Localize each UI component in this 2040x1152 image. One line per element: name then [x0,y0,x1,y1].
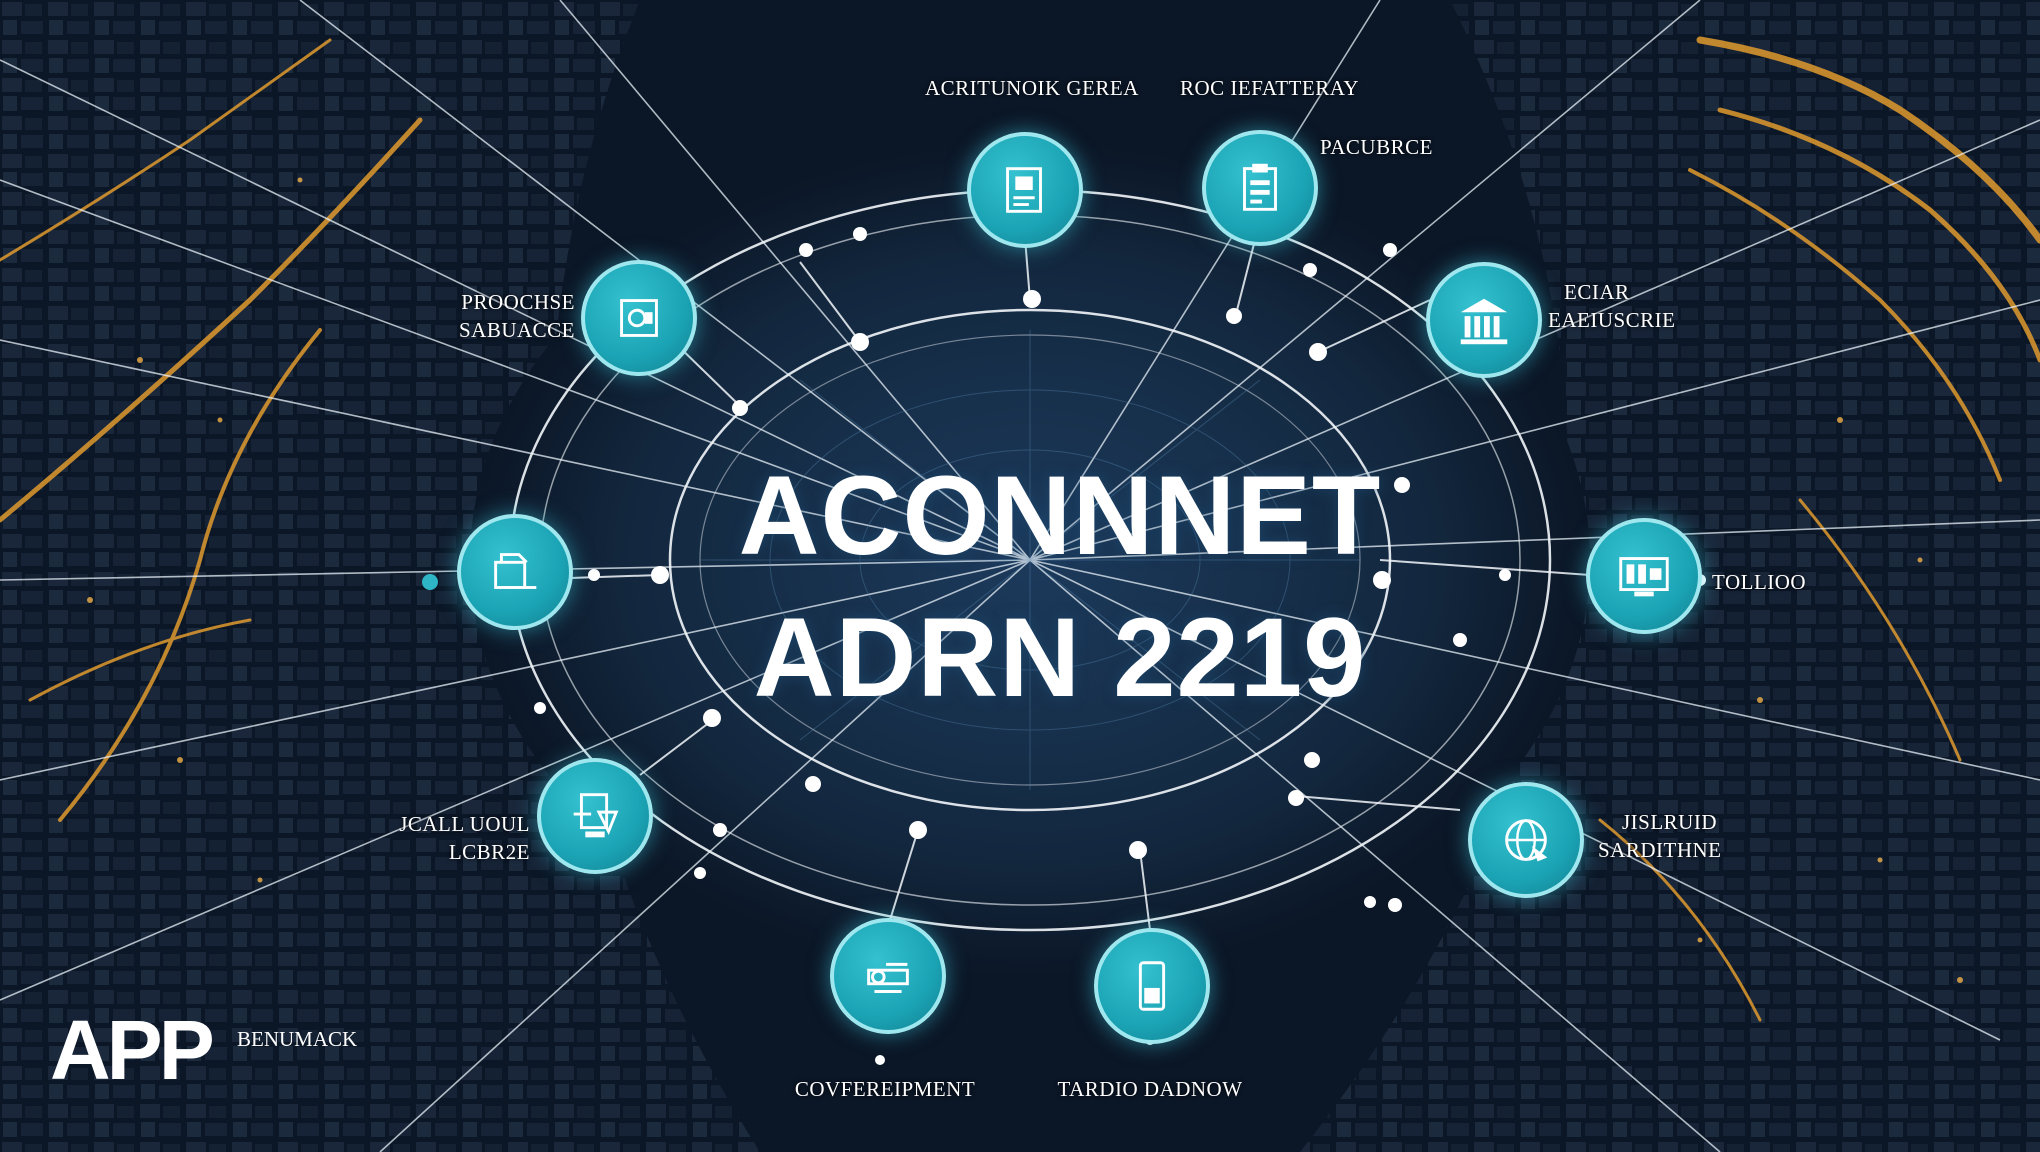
node-monitor[interactable] [1586,518,1702,634]
node-label-top: ACRITUNOIK GEREA [925,76,1139,100]
building-icon [1460,298,1508,345]
node-camera[interactable] [581,260,697,376]
clipboard-icon [1243,163,1277,211]
document-icon [1006,167,1042,213]
headline: ACONNNET ADRN 2219 [620,445,1500,729]
node-tools[interactable] [537,758,653,874]
node-label-upper-left: PROOCHSE SABUACCE [458,290,575,342]
node-label-right-upper: ECIAR EAEIUSCRIE [1548,280,1676,332]
tools-icon [573,793,619,838]
monitor-icon [1619,557,1669,597]
node-globe[interactable] [1468,782,1584,898]
node-phone[interactable] [1094,928,1210,1044]
node-document[interactable] [967,132,1083,248]
node-clipboard[interactable] [1202,130,1318,246]
node-label-pacubrce: PACUBRCE [1320,135,1433,159]
brand-logo: APP [50,1003,215,1097]
node-label-top-right: ROC IEFATTERAY [1180,76,1360,100]
phone-icon [1138,961,1166,1011]
node-label-bottom-right: TARDIO DADNOW [1057,1077,1243,1101]
node-label-right: TOLLIOO [1712,570,1807,594]
brand-tagline: BENUMACK [237,1027,358,1051]
globe-icon [1505,819,1548,862]
node-label-lower-left: JCALL UOUL LCBR2E [399,812,530,864]
headline-line-2: ADRN 2219 [753,595,1367,720]
node-folder[interactable] [457,514,573,630]
camera-icon [620,299,658,337]
node-gear[interactable] [830,918,946,1034]
gear-icon [867,962,909,993]
node-label-lower-right: JISLRUID SARDITHNE [1598,810,1722,862]
node-building[interactable] [1426,262,1542,378]
node-label-bottom-left: COVFEREIPMENT [794,1077,976,1101]
headline-line-1: ACONNNET [738,453,1382,578]
folder-icon [494,553,537,589]
